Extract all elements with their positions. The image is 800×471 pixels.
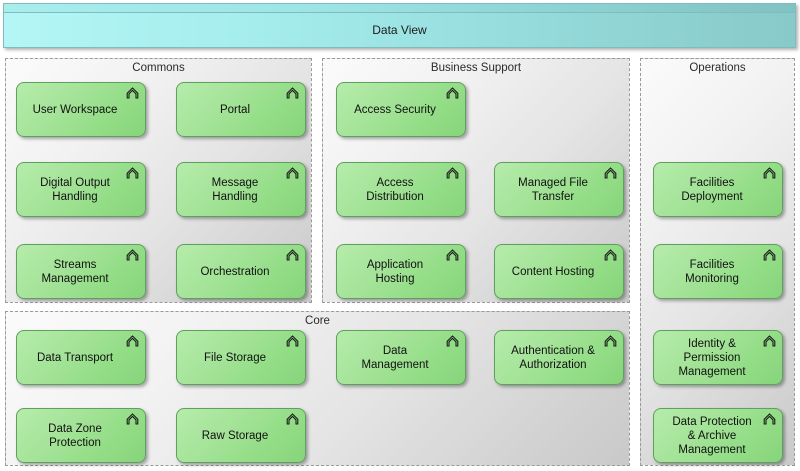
node-operations-1[interactable]: Facilities Monitoring [653, 244, 783, 299]
node-label: Access Security [354, 103, 436, 116]
function-chevron-icon [604, 167, 617, 179]
node-label: Message Handling [211, 176, 259, 203]
function-chevron-icon [446, 87, 459, 99]
node-core-1[interactable]: File Storage [176, 330, 306, 385]
node-business-support-2[interactable]: Managed File Transfer [494, 162, 624, 217]
node-core-0[interactable]: Data Transport [16, 330, 146, 385]
node-commons-4[interactable]: Streams Management [16, 244, 146, 299]
function-chevron-icon [446, 335, 459, 347]
group-label-commons: Commons [132, 62, 185, 74]
node-label: Data Protection & Archive Management [672, 415, 752, 456]
node-core-3[interactable]: Authentication & Authorization [494, 330, 624, 385]
function-chevron-icon [126, 413, 139, 425]
node-label: Facilities Deployment [681, 176, 743, 203]
node-label: Application Hosting [366, 258, 424, 285]
node-commons-1[interactable]: Portal [176, 82, 306, 137]
diagram-title-bar: Data View [3, 3, 796, 48]
node-core-2[interactable]: Data Management [336, 330, 466, 385]
node-label: Managed File Transfer [518, 176, 588, 203]
node-label: Orchestration [200, 265, 270, 278]
function-chevron-icon [446, 167, 459, 179]
node-business-support-0[interactable]: Access Security [336, 82, 466, 137]
node-commons-2[interactable]: Digital Output Handling [16, 162, 146, 217]
node-commons-3[interactable]: Message Handling [176, 162, 306, 217]
node-label: Raw Storage [201, 429, 269, 442]
function-chevron-icon [126, 335, 139, 347]
function-chevron-icon [286, 335, 299, 347]
node-core-4[interactable]: Data Zone Protection [16, 408, 146, 463]
node-label: Portal [219, 103, 251, 116]
node-label: Data Management [361, 344, 429, 371]
node-business-support-4[interactable]: Content Hosting [494, 244, 624, 299]
diagram-title-text: Data View [372, 22, 427, 37]
function-chevron-icon [604, 335, 617, 347]
group-label-operations: Operations [689, 62, 746, 74]
function-chevron-icon [763, 249, 776, 261]
node-label: Digital Output Handling [40, 176, 110, 203]
function-chevron-icon [446, 249, 459, 261]
function-chevron-icon [286, 167, 299, 179]
function-chevron-icon [763, 335, 776, 347]
function-chevron-icon [604, 249, 617, 261]
node-commons-0[interactable]: User Workspace [16, 82, 146, 137]
node-label: Access Distribution [366, 176, 424, 203]
node-label: Authentication & Authorization [511, 344, 595, 371]
title-bar-strip [4, 4, 795, 13]
node-business-support-1[interactable]: Access Distribution [336, 162, 466, 217]
node-operations-3[interactable]: Data Protection & Archive Management [653, 408, 783, 463]
node-core-5[interactable]: Raw Storage [176, 408, 306, 463]
function-chevron-icon [126, 167, 139, 179]
node-label: Facilities Monitoring [685, 258, 739, 285]
group-label-core: Core [305, 315, 330, 327]
node-operations-2[interactable]: Identity & Permission Management [653, 330, 783, 385]
node-commons-5[interactable]: Orchestration [176, 244, 306, 299]
function-chevron-icon [763, 167, 776, 179]
function-chevron-icon [126, 249, 139, 261]
function-chevron-icon [126, 87, 139, 99]
function-chevron-icon [763, 413, 776, 425]
node-label: Content Hosting [511, 265, 595, 278]
node-label: Data Zone Protection [48, 422, 102, 449]
node-label: File Storage [203, 351, 266, 364]
function-chevron-icon [286, 413, 299, 425]
group-label-business-support: Business Support [430, 62, 522, 74]
node-label: Data Transport [36, 351, 114, 364]
node-operations-0[interactable]: Facilities Deployment [653, 162, 783, 217]
function-chevron-icon [286, 87, 299, 99]
node-label: User Workspace [32, 103, 118, 116]
function-chevron-icon [286, 249, 299, 261]
node-label: Identity & Permission Management [678, 337, 746, 378]
node-business-support-3[interactable]: Application Hosting [336, 244, 466, 299]
node-label: Streams Management [41, 258, 109, 285]
